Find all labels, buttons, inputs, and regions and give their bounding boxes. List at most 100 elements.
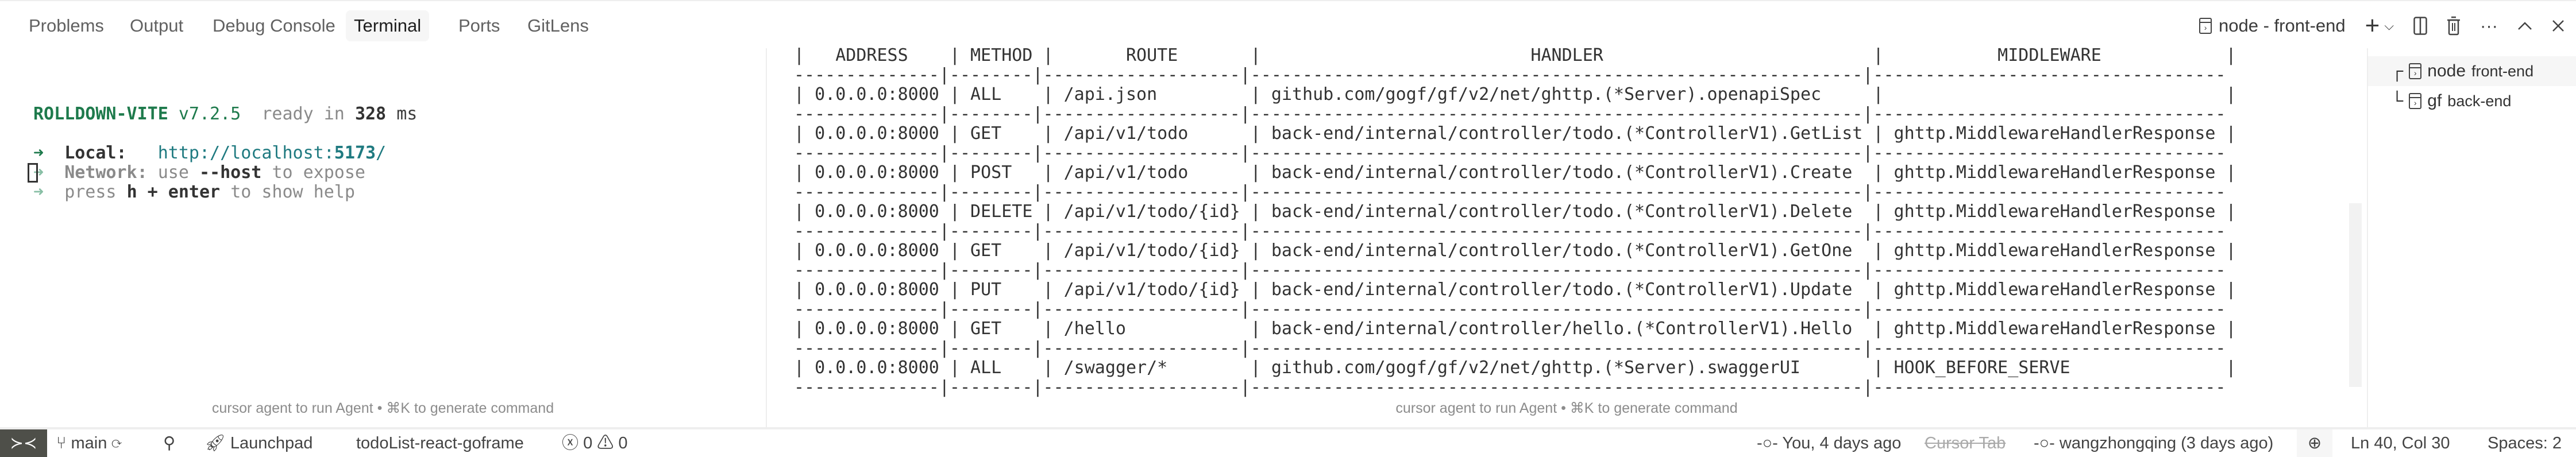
table-cell: back-end/internal/controller/todo.(*Cont… (1260, 123, 1873, 144)
warning-icon: ⚠ (597, 434, 614, 452)
chevron-up-icon[interactable] (2517, 21, 2532, 30)
table-cell: METHOD (960, 45, 1043, 65)
remote-icon[interactable]: ≻≺ (0, 429, 47, 457)
blame-other[interactable]: -○- wangzhongqing (3 days ago) (2034, 429, 2273, 457)
routes-table: | ADDRESS | METHOD | ROUTE | HANDLER | M… (794, 46, 2236, 397)
trash-icon[interactable] (2447, 16, 2461, 36)
scrollbar[interactable] (2349, 203, 2362, 387)
agent-hint: cursor agent to run Agent • ⌘K to genera… (211, 400, 554, 416)
table-cell: back-end/internal/controller/todo.(*Cont… (1260, 280, 1873, 300)
warning-count: 0 (618, 434, 628, 452)
git-branch-icon: ⑂ (56, 434, 67, 452)
table-row: | 0.0.0.0:8000 | ALL | /api.json | githu… (794, 84, 2236, 104)
more-icon[interactable]: ··· (2480, 16, 2498, 36)
table-cell: GET (960, 123, 1043, 144)
close-icon[interactable] (2552, 20, 2565, 32)
tree-connector: └ (2391, 91, 2404, 110)
table-separator: --------------|--------|----------------… (794, 182, 2226, 202)
commit-icon: -○- (1757, 434, 1778, 452)
table-cell: ghttp.MiddlewareHandlerResponse (1883, 241, 2226, 261)
arrow-right-icon: ➜ (33, 162, 44, 183)
tab-gitlens[interactable]: GitLens (527, 16, 589, 36)
table-cell: ROUTE (1053, 45, 1251, 65)
split-icon[interactable] (2413, 17, 2427, 35)
terminal-process: gf (2427, 91, 2442, 110)
tab-problems[interactable]: Problems (29, 16, 104, 36)
commit-icon: -○- (2034, 434, 2055, 452)
press-text: press (64, 182, 117, 202)
table-cell: 0.0.0.0:8000 (804, 241, 950, 261)
table-cell: /api/v1/todo/{id} (1053, 241, 1251, 261)
table-cell: POST (960, 162, 1043, 183)
table-cell (1884, 84, 2226, 104)
tab-debug-console[interactable]: Debug Console (213, 16, 336, 36)
cursor-position[interactable]: Ln 40, Col 30 (2351, 434, 2450, 452)
table-row: | 0.0.0.0:8000 | GET | /api/v1/todo | ba… (794, 123, 2236, 144)
active-terminal-selector[interactable]: › node - front-end (2199, 16, 2346, 36)
press-rest: to show help (230, 182, 355, 202)
terminal-cursor (28, 163, 38, 183)
agent-hint: cursor agent to run Agent • ⌘K to genera… (1395, 400, 1738, 416)
table-cell: back-end/internal/controller/hello.(*Con… (1260, 319, 1873, 339)
table-cell: github.com/gogf/gf/v2/net/ghttp.(*Server… (1260, 358, 1873, 378)
table-cell: ADDRESS (804, 45, 950, 65)
local-label: Local: (64, 143, 127, 163)
table-cell: /api/v1/todo (1053, 162, 1251, 183)
table-cell: MIDDLEWARE (1883, 45, 2226, 65)
table-row: | 0.0.0.0:8000 | GET | /hello | back-end… (794, 319, 2236, 339)
network-rest: to expose (272, 162, 365, 183)
table-cell: /swagger/* (1053, 358, 1251, 378)
table-separator: --------------|--------|----------------… (794, 221, 2226, 241)
plus-icon[interactable]: + (2365, 11, 2380, 40)
table-cell: ghttp.MiddlewareHandlerResponse (1883, 202, 2226, 222)
table-cell: GET (960, 319, 1043, 339)
blame-you-text: You, 4 days ago (1782, 434, 1902, 452)
table-cell: back-end/internal/controller/todo.(*Cont… (1260, 202, 1873, 222)
ready-time: 328 (354, 104, 387, 124)
table-cell: /api/v1/todo/{id} (1053, 280, 1251, 300)
terminal-label: front-end (2471, 63, 2534, 80)
tab-terminal[interactable]: Terminal (346, 10, 430, 41)
table-cell: GET (960, 241, 1043, 261)
launchpad-item[interactable]: 🚀︎ Launchpad (205, 429, 313, 457)
table-cell: ALL (960, 358, 1043, 378)
terminal-list-item[interactable]: ┌ › node front-end (2368, 56, 2576, 86)
branch-item[interactable]: ⑂ main ⟳ (56, 429, 122, 457)
terminal-list-item[interactable]: └ › gf back-end (2368, 86, 2576, 116)
git-graph-icon[interactable]: ⚲ (163, 434, 176, 452)
tree-connector: ┌ (2391, 61, 2404, 80)
panel-tab-bar: Problems Output Debug Console Terminal P… (0, 0, 2576, 48)
table-cell: ghttp.MiddlewareHandlerResponse (1883, 319, 2226, 339)
terminal-back-end[interactable]: | ADDRESS | METHOD | ROUTE | HANDLER | M… (768, 46, 2365, 428)
local-line: ➜ Local: http://localhost:5173/ (33, 144, 417, 163)
chevron-down-icon[interactable]: ⌵ (2384, 18, 2394, 33)
indentation[interactable]: Spaces: 2 (2488, 434, 2562, 452)
table-cell: PUT (960, 280, 1043, 300)
help-line: ➜ press h + enter to show help (33, 183, 417, 202)
active-terminal-name: node - front-end (2219, 16, 2346, 36)
url-suffix: / (376, 143, 387, 163)
tab-ports[interactable]: Ports (458, 16, 500, 36)
terminal-front-end[interactable]: ROLLDOWN-VITE v7.2.5 ready in 328 ms➜ Lo… (0, 48, 767, 428)
network-use: use (157, 162, 189, 183)
arrow-right-icon: ➜ (33, 143, 44, 163)
terminal-label: back-end (2447, 92, 2512, 110)
problems-item[interactable]: ⓧ 0 ⚠ 0 (562, 429, 628, 457)
table-cell: ghttp.MiddlewareHandlerResponse (1883, 123, 2226, 144)
table-cell: ghttp.MiddlewareHandlerResponse (1883, 162, 2226, 183)
local-url[interactable]: http://localhost:5173/ (158, 143, 386, 163)
blame-other-text: wangzhongqing (3 days ago) (2059, 434, 2274, 452)
zoom-icon[interactable]: ⊕ (2297, 429, 2332, 457)
table-cell: ghttp.MiddlewareHandlerResponse (1883, 280, 2226, 300)
press-key: h + enter (126, 182, 221, 202)
terminal-list: ┌ › node front-end └ › gf back-end (2367, 48, 2576, 428)
project-name[interactable]: todoList-react-goframe (356, 434, 524, 452)
cursor-tab[interactable]: Cursor Tab (1925, 434, 2006, 452)
table-cell: 0.0.0.0:8000 (804, 280, 950, 300)
table-cell: github.com/gogf/gf/v2/net/ghttp.(*Server… (1260, 84, 1873, 104)
ready-unit: ms (396, 104, 418, 124)
ready-text: ready in (261, 104, 345, 124)
tab-output[interactable]: Output (130, 16, 184, 36)
network-label: Network: (64, 162, 148, 183)
blame-you[interactable]: -○- You, 4 days ago (1757, 429, 1901, 457)
